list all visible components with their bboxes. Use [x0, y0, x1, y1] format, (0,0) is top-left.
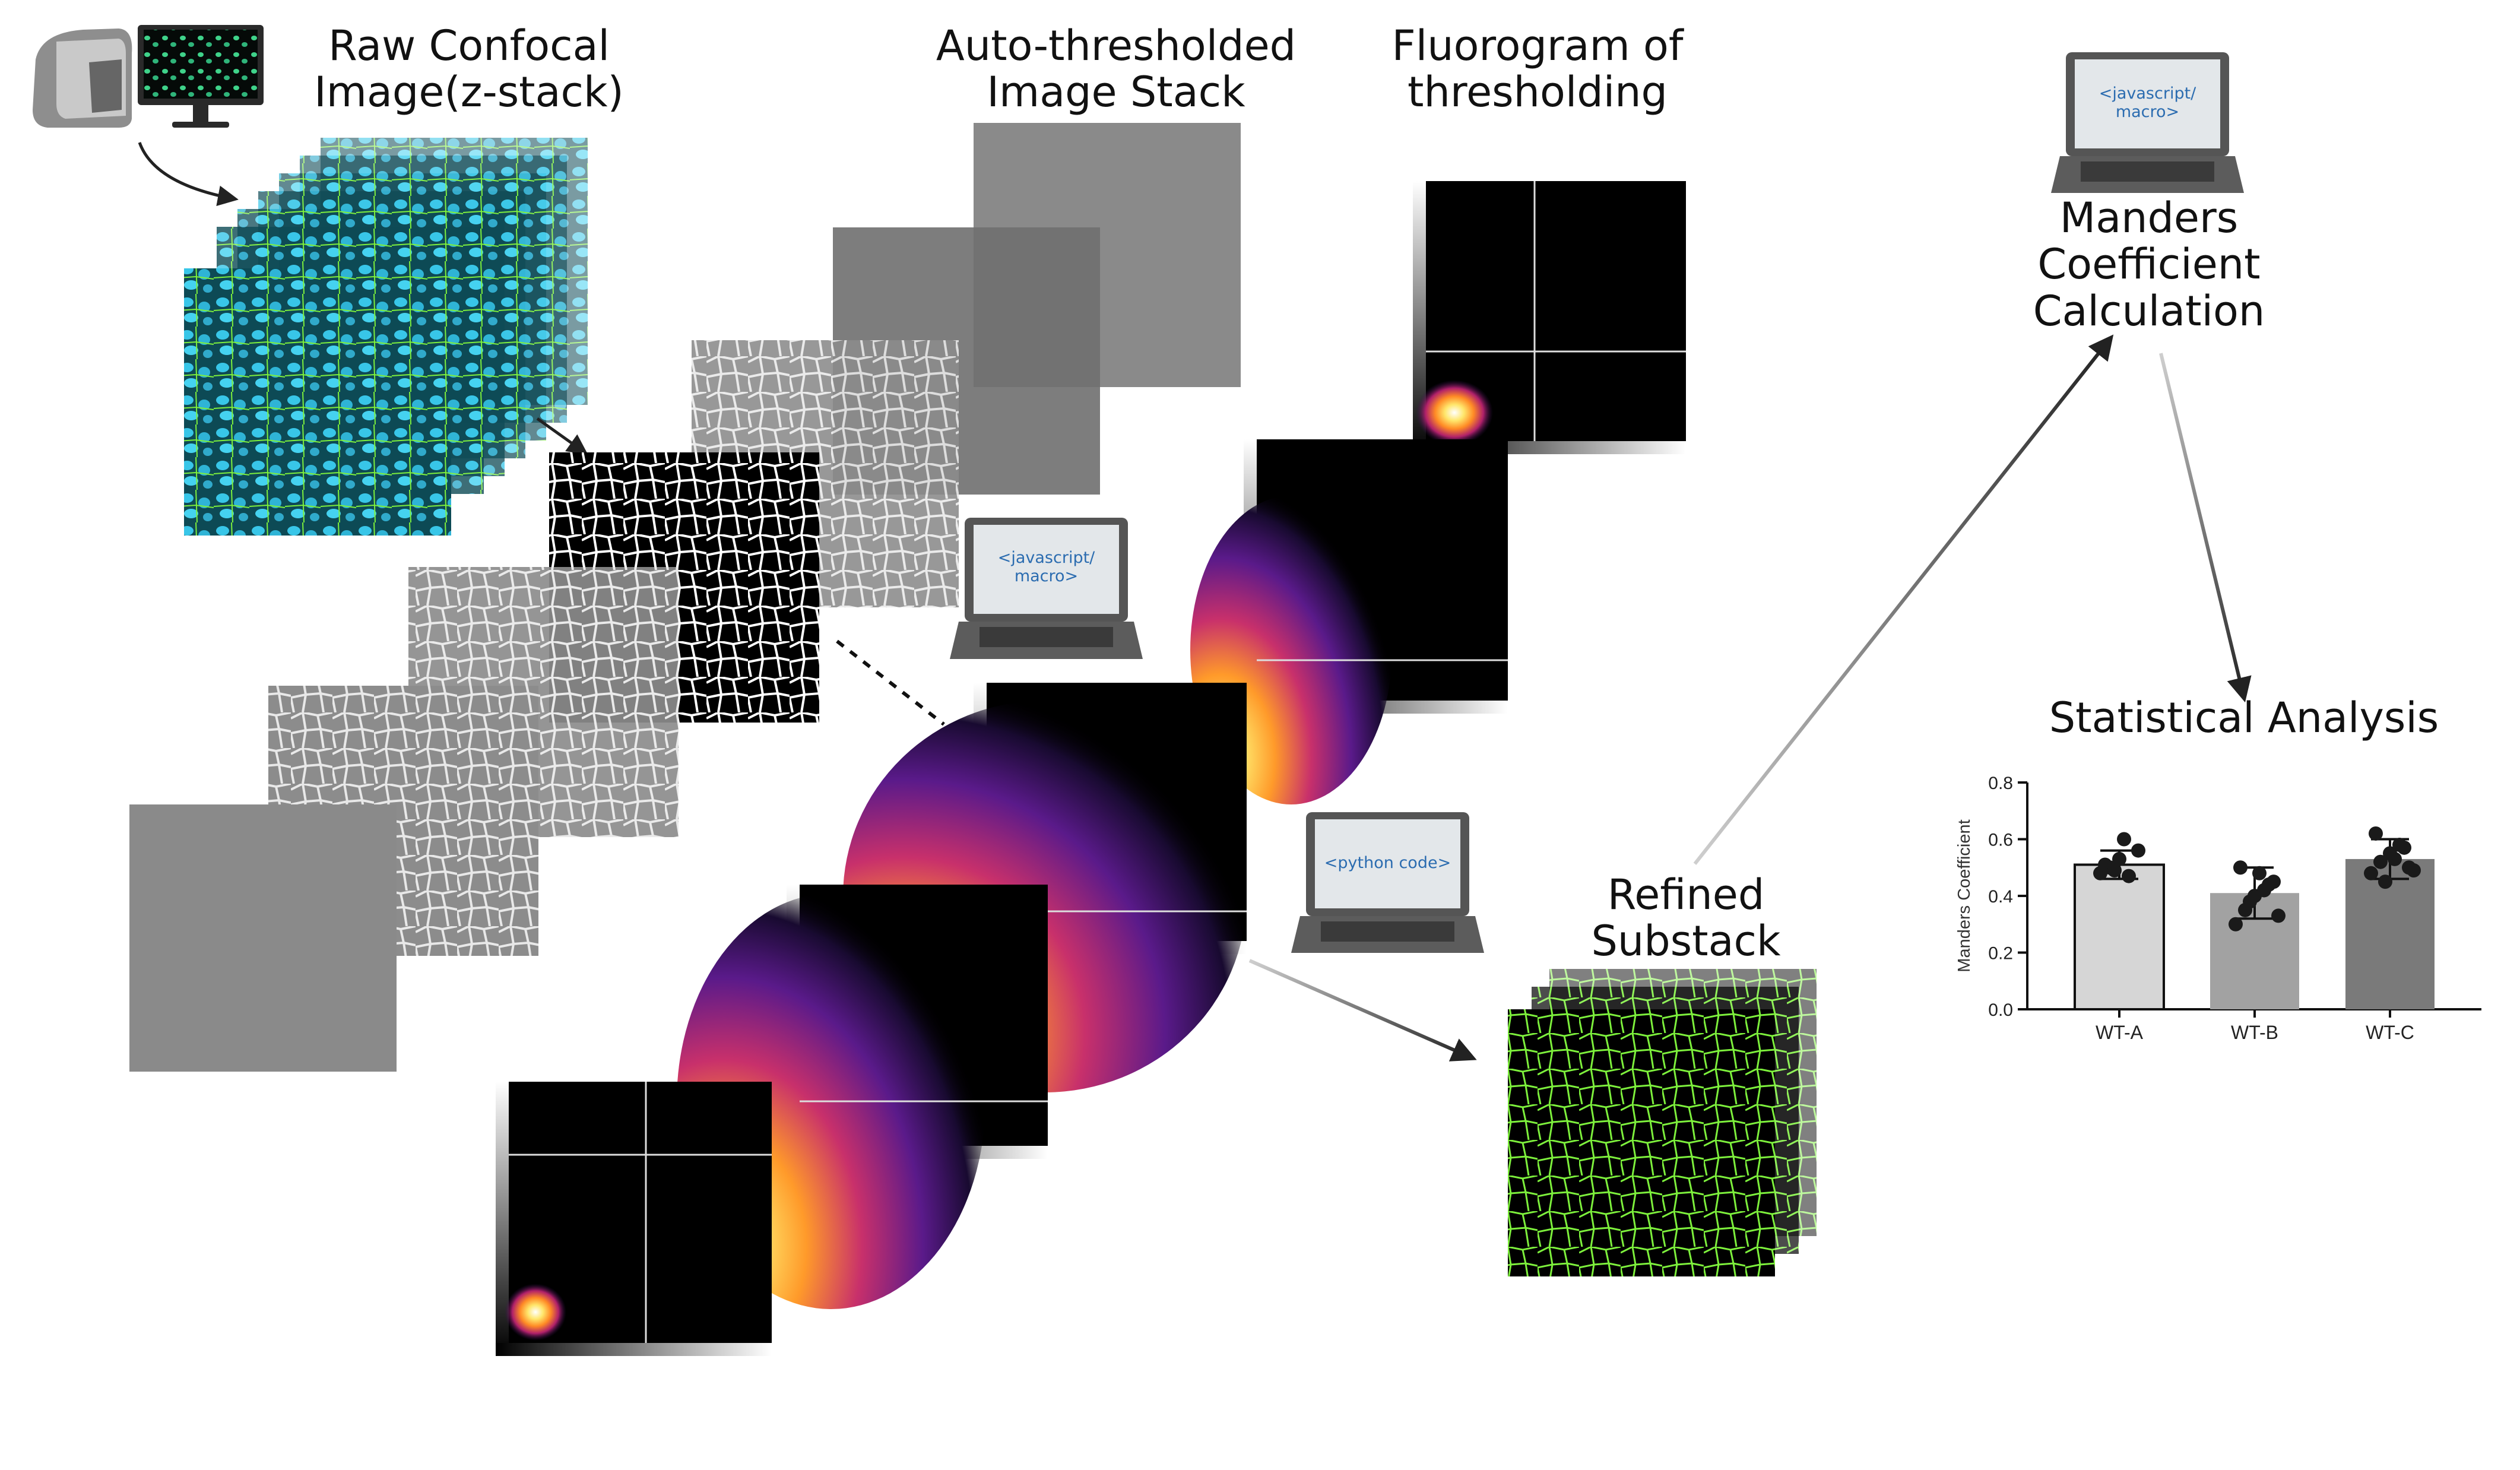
fluorogram-stack	[496, 181, 1686, 1356]
statistical-analysis-label: Statistical Analysis	[2049, 693, 2439, 742]
data-point	[2364, 866, 2378, 880]
manders-line-1: Manders	[2059, 194, 2239, 242]
data-point	[2388, 851, 2402, 866]
laptop-screen-text-top: <javascript/macro>	[2099, 84, 2196, 122]
data-point	[2373, 854, 2388, 869]
data-point	[2369, 826, 2383, 841]
monitor-icon	[138, 25, 264, 128]
refined-substack	[1508, 969, 1817, 1276]
arrow-microscope-to-stack	[138, 142, 239, 207]
raw-confocal-line-2: Image(z-stack)	[314, 68, 624, 117]
raw-confocal-label: Raw Confocal Image(z-stack)	[297, 23, 641, 116]
data-point	[2233, 860, 2248, 875]
fluorogram-tile-1	[1413, 181, 1686, 454]
laptop-screen-text-middle: <javascript/macro>	[997, 549, 1095, 586]
auto-thresholded-line-2: Image Stack	[987, 68, 1245, 117]
refined-line-2: Substack	[1591, 917, 1781, 966]
data-point	[2252, 866, 2267, 880]
data-point	[2378, 875, 2392, 889]
fluorogram-tile-5	[496, 1082, 772, 1356]
y-tick-label: 0.0	[1988, 1000, 2013, 1020]
y-tick-label: 0.2	[1988, 944, 2013, 964]
stack-ellipsis-dashes	[836, 639, 945, 726]
data-point	[2117, 832, 2131, 847]
laptop-icon	[2051, 52, 2244, 193]
arrow-manders-to-stats	[2159, 353, 2252, 703]
data-point	[2262, 877, 2276, 892]
y-tick-label: 0.6	[1988, 831, 2013, 850]
arrow-refined-to-manders	[1693, 334, 2114, 865]
auto-thresholded-label: Auto-thresholded Image Stack	[926, 23, 1306, 116]
data-point	[2407, 863, 2421, 878]
data-point	[2122, 869, 2136, 883]
manders-label: Manders Coefficient Calculation	[1977, 194, 2321, 335]
data-point	[2243, 894, 2257, 909]
fluorogram-line-2: thresholding	[1408, 68, 1668, 117]
raw-confocal-line-1: Raw Confocal	[328, 21, 610, 70]
x-tick-label: WT-C	[2366, 1022, 2414, 1043]
data-point	[2107, 863, 2122, 878]
data-point	[2112, 851, 2126, 866]
refined-line-1: Refined	[1607, 870, 1765, 919]
data-point	[2271, 908, 2286, 923]
y-tick-label: 0.8	[1988, 774, 2013, 793]
fluorogram-line-1: Fluorogram of	[1391, 21, 1684, 70]
laptop-screen-text-python: <python code>	[1324, 854, 1451, 872]
auto-thresholded-line-1: Auto-thresholded	[936, 21, 1297, 70]
data-point	[2131, 843, 2145, 858]
x-tick-label: WT-A	[2096, 1022, 2144, 1043]
laptop-icon	[950, 518, 1143, 659]
y-tick-label: 0.4	[1988, 887, 2013, 907]
laptop-icon	[1291, 812, 1484, 953]
y-axis-label: Manders Coefficient	[1955, 819, 1974, 972]
data-point	[2397, 840, 2411, 855]
manders-line-3: Calculation	[2033, 286, 2265, 335]
fluorogram-label: Fluorogram of thresholding	[1353, 23, 1722, 116]
data-point	[2229, 917, 2243, 932]
manders-line-2: Coefficient	[2037, 240, 2261, 289]
refined-substack-label: Refined Substack	[1508, 872, 1864, 965]
auto-thresholded-stack	[129, 123, 1241, 1072]
manders-bar-chart: Manders Coefficient 0.0 0.2 0.4 0.6 0.8WT-A W…	[1955, 774, 2481, 1043]
confocal-microscope-icon	[33, 28, 132, 128]
x-tick-label: WT-B	[2231, 1022, 2278, 1043]
bar-wt-a	[2074, 863, 2165, 1010]
arrow-fluorogram-to-refined	[1248, 959, 1477, 1062]
raw-confocal-stack	[184, 138, 588, 536]
arrow-raw-to-threshold	[536, 417, 588, 455]
